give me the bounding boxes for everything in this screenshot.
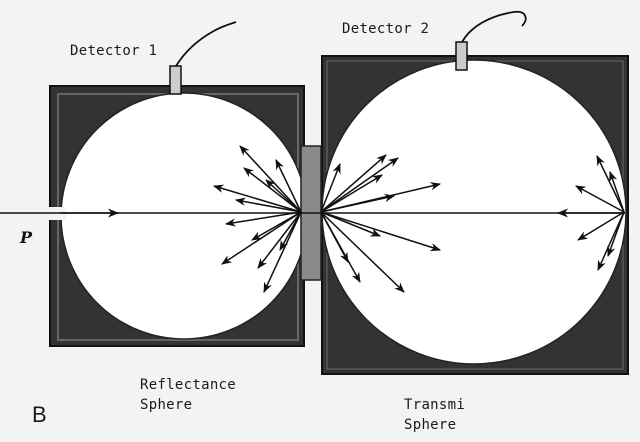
reflectance-sphere [60,92,308,340]
reflectance-label-line1: Reflectance [140,377,237,393]
detector-2-label: Detector 2 [342,21,430,37]
panel-letter: B [32,402,47,427]
image-blur-overlay [484,392,544,432]
reflected-scatter-arrows [212,145,302,293]
transmittance-label-line2: Sphere [404,417,457,433]
reflectance-label-line2: Sphere [140,397,193,413]
detector-1-label: Detector 1 [70,43,158,59]
detector-2-probe [455,10,527,71]
transmitted-scatter-arrows [320,154,442,293]
beam-symbol: P [20,228,33,247]
transmittance-sphere [321,59,627,365]
transmittance-label-line1: Transmi [404,397,466,413]
back-reflection-arrows [575,155,625,271]
detector-1-probe [169,21,237,95]
